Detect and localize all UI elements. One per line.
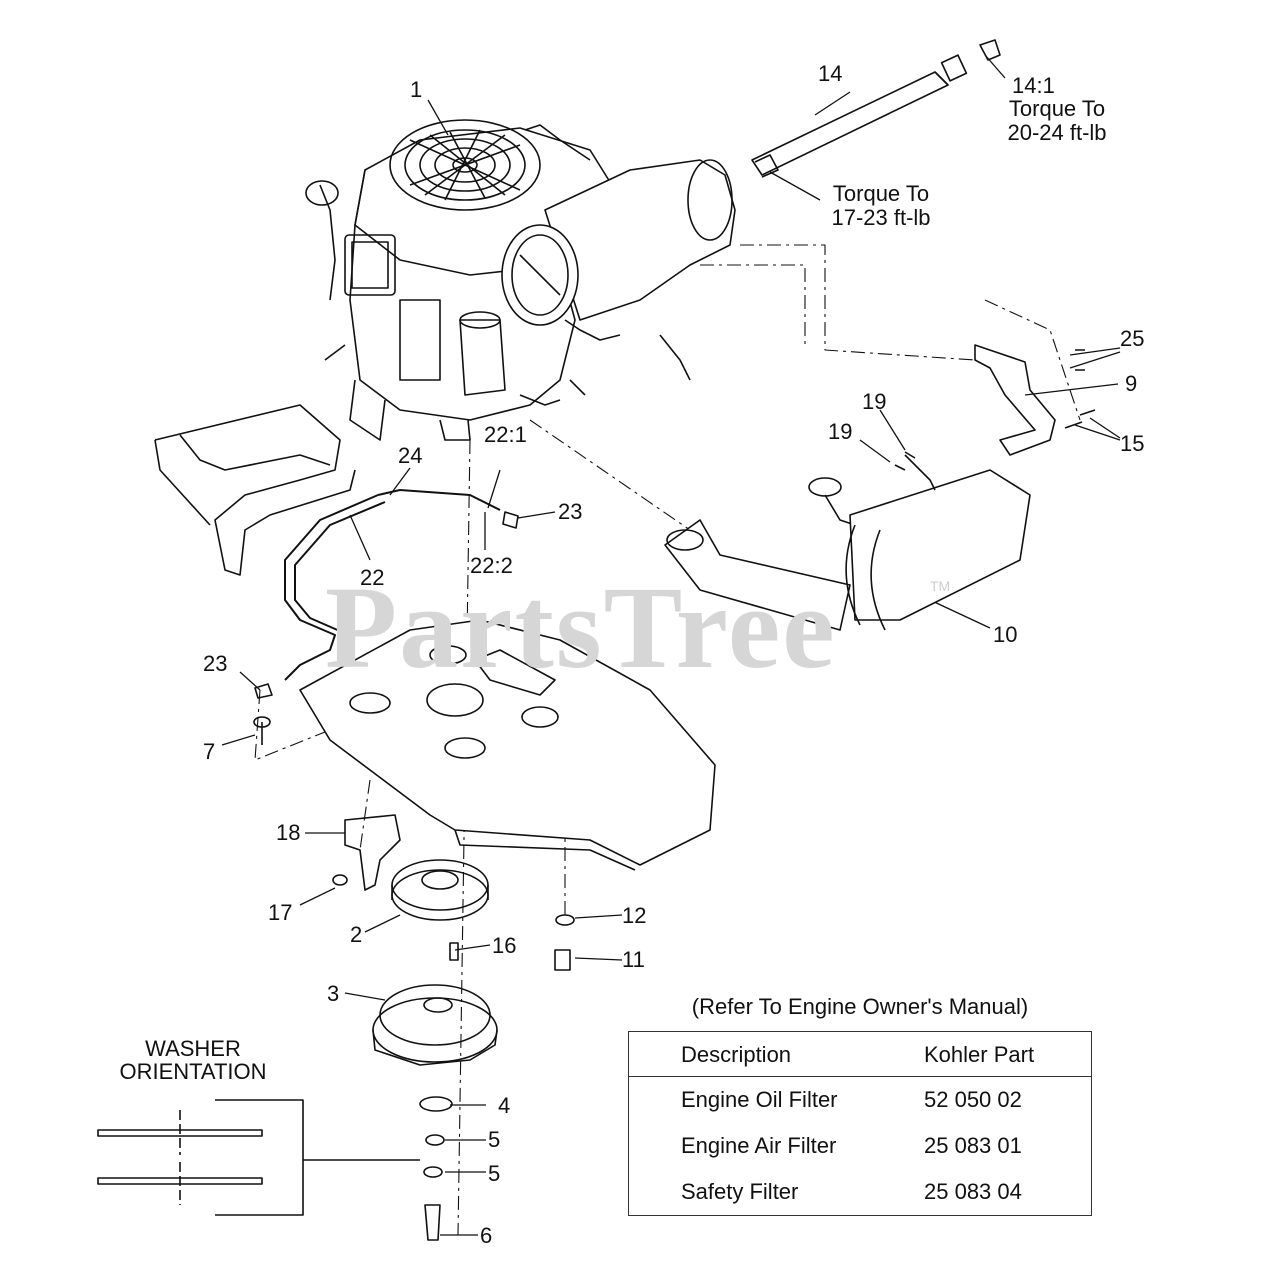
callout-2[interactable]: 2	[350, 922, 363, 947]
callout-12[interactable]: 12	[622, 903, 647, 928]
table-row: Safety Filter 25 083 04	[629, 1169, 1091, 1215]
callout-22[interactable]: 22	[360, 565, 385, 590]
callout-24[interactable]: 24	[398, 443, 423, 468]
callout-11[interactable]: 11	[622, 947, 645, 972]
callout-16[interactable]: 16	[492, 933, 517, 958]
fuel-line-22	[284, 489, 501, 681]
washer-orientation-detail	[97, 1099, 420, 1216]
watermark-trademark: TM	[930, 578, 951, 594]
row-part-number: 25 083 01	[924, 1133, 1022, 1158]
callout-14-1[interactable]: 14:1	[1012, 73, 1055, 98]
air-cleaner	[501, 159, 736, 326]
torque-note-14-1-line1: Torque To	[1008, 96, 1106, 121]
callout-23-lower[interactable]: 23	[203, 651, 228, 676]
header-description: Description	[681, 1042, 792, 1067]
callout-18[interactable]: 18	[276, 820, 301, 845]
header-kohler-part: Kohler Part	[924, 1042, 1035, 1067]
table-row: Engine Oil Filter 52 050 02	[629, 1077, 1091, 1123]
bracket-18	[344, 814, 401, 891]
torque-note-pipe: Torque To 17-23 ft-lb	[818, 182, 944, 230]
watermark-text: PartsTree	[325, 562, 837, 693]
callout-25[interactable]: 25	[1120, 326, 1145, 351]
hardware-items	[253, 349, 1096, 1241]
filter-table-caption: (Refer To Engine Owner's Manual)	[691, 994, 1029, 1019]
pulley-2	[391, 859, 489, 921]
torque-note-pipe-line2: 17-23 ft-lb	[831, 205, 931, 230]
callout-1[interactable]: 1	[410, 77, 423, 102]
row-part-number: 25 083 04	[924, 1179, 1022, 1204]
callout-14[interactable]: 14	[818, 61, 843, 86]
callout-10[interactable]: 10	[993, 622, 1018, 647]
washer-orientation-line2: ORIENTATION	[119, 1059, 267, 1084]
callout-5-lower[interactable]: 5	[488, 1161, 501, 1186]
table-row: Engine Air Filter 25 083 01	[629, 1123, 1091, 1169]
callout-17[interactable]: 17	[268, 900, 293, 925]
torque-note-14-1: Torque To 20-24 ft-lb	[994, 97, 1120, 145]
muffler-bracket-9	[974, 344, 1056, 456]
callout-22-2[interactable]: 22:2	[470, 553, 513, 578]
washer-orientation-line1: WASHER	[145, 1036, 241, 1061]
row-description: Safety Filter	[681, 1179, 799, 1204]
callout-9[interactable]: 9	[1125, 371, 1138, 396]
callout-5-upper[interactable]: 5	[488, 1127, 501, 1152]
callout-23-upper[interactable]: 23	[558, 499, 583, 524]
filter-table-header: Description Kohler Part	[629, 1032, 1091, 1077]
callout-15[interactable]: 15	[1120, 431, 1145, 456]
leader-lines	[221, 54, 1121, 1236]
assembly-centerlines	[254, 244, 1081, 1236]
engine-deck-plate	[299, 619, 716, 871]
pto-clutch-3	[372, 984, 498, 1066]
row-part-number: 52 050 02	[924, 1087, 1022, 1112]
callout-3[interactable]: 3	[327, 981, 340, 1006]
callout-19-upper[interactable]: 19	[862, 389, 887, 414]
exhaust-pipe-14	[751, 39, 1001, 178]
row-description: Engine Oil Filter	[681, 1087, 838, 1112]
callout-19-lower[interactable]: 19	[828, 419, 853, 444]
torque-note-pipe-line1: Torque To	[832, 181, 930, 206]
callout-22-1[interactable]: 22:1	[484, 422, 527, 447]
heat-shield-bracket	[154, 404, 356, 576]
torque-note-14-1-line2: 20-24 ft-lb	[1007, 120, 1107, 145]
muffler-10	[664, 454, 1031, 631]
callout-4[interactable]: 4	[498, 1093, 511, 1118]
washer-orientation-title: WASHER ORIENTATION	[108, 1037, 278, 1083]
filter-table: Description Kohler Part Engine Oil Filte…	[628, 1031, 1092, 1216]
row-description: Engine Air Filter	[681, 1133, 837, 1158]
callout-6[interactable]: 6	[480, 1223, 493, 1248]
callout-7[interactable]: 7	[203, 739, 216, 764]
